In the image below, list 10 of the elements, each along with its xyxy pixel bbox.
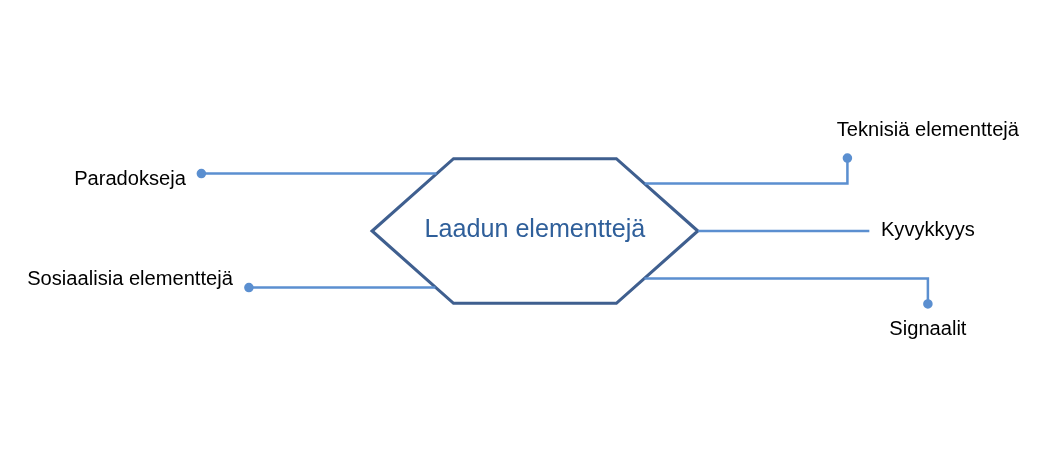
connector (644, 276, 933, 309)
node-text: Sosiaalisia elementtejä (27, 266, 233, 289)
connector (698, 229, 870, 232)
connector (196, 168, 437, 178)
connector (244, 282, 436, 292)
node-text: Signaalit (889, 316, 967, 339)
node-text: Teknisiä elementtejä (836, 117, 1019, 140)
node-text: Paradokseja (74, 166, 186, 189)
node-text: Kyvykkyys (880, 217, 975, 240)
connector (644, 152, 853, 185)
